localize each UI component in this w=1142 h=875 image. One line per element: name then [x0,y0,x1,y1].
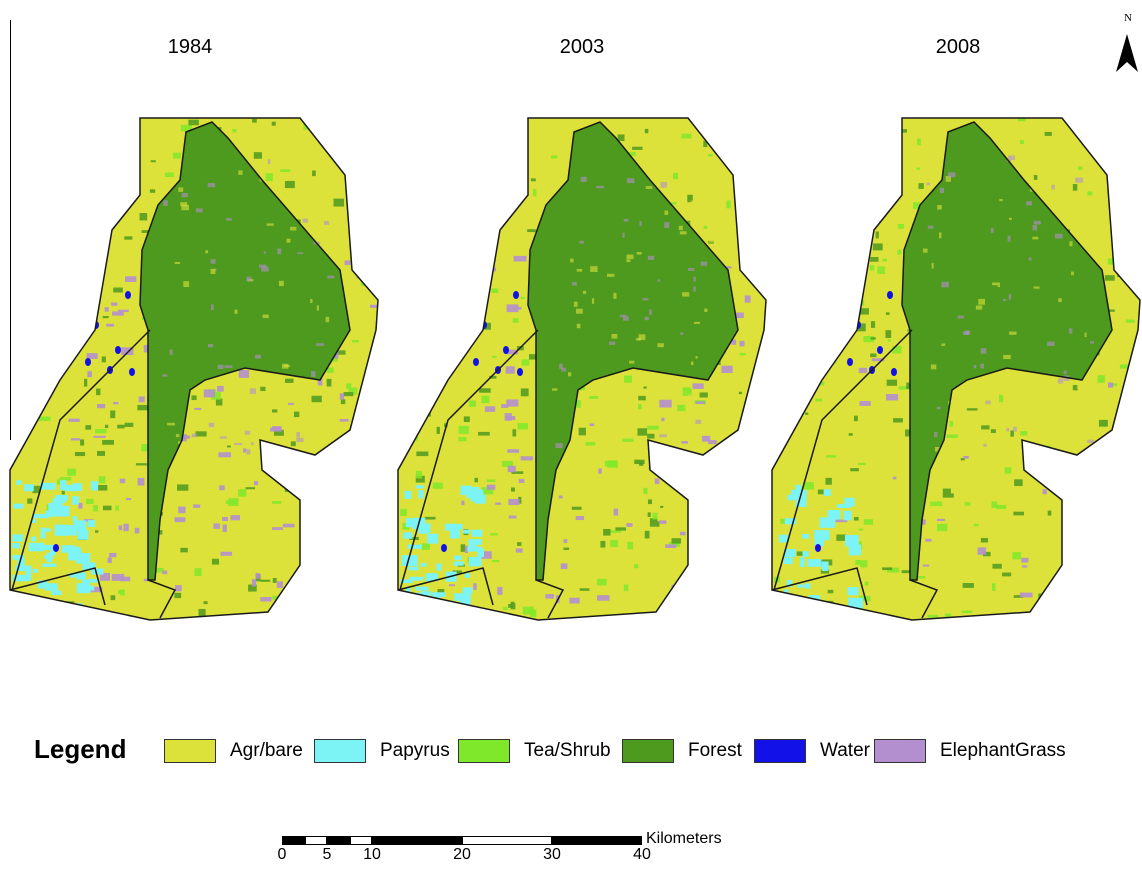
panel-year-2003: 2003 [559,36,605,58]
legend-item-forest: Forest [622,738,742,764]
scale-segment [372,836,462,845]
panel-year-2008: 2008 [935,36,981,58]
map-panel-1984 [9,117,379,621]
scale-tick-label: 40 [633,846,651,863]
legend-swatch-tea-shrub [458,739,510,763]
scale-tick-label: 5 [322,846,332,863]
legend-title: Legend [34,734,127,764]
scale-segment [350,836,372,845]
legend-label-papyrus: Papyrus [380,740,450,761]
legend-item-elephant-grass: ElephantGrass [874,738,1066,764]
scale-segment [327,836,350,845]
legend-label-forest: Forest [688,740,742,761]
scale-segment [305,836,327,845]
legend-label-agr-bare: Agr/bare [230,740,303,761]
scale-bar: Kilometers 0 5 10 20 30 40 [278,830,752,872]
frame-left-rule [10,20,11,440]
scale-segment [282,836,305,845]
legend-swatch-agr-bare [164,739,216,763]
legend-label-water: Water [820,740,870,761]
land-cover-maps [9,117,1141,621]
scale-tick-label: 10 [363,846,381,863]
scale-unit-label: Kilometers [646,830,722,847]
north-arrow-icon [1112,10,1142,80]
legend-label-elephant-grass: ElephantGrass [940,740,1066,761]
legend-item-papyrus: Papyrus [314,738,450,764]
scale-segment [552,836,642,845]
legend-item-tea-shrub: Tea/Shrub [458,738,611,764]
map-panel-2008 [771,117,1141,621]
scale-tick-label: 30 [543,846,561,863]
panel-year-1984: 1984 [167,36,213,58]
map-panel-2003 [397,117,767,621]
legend-label-tea-shrub: Tea/Shrub [524,740,611,761]
legend-item-agr-bare: Agr/bare [164,738,303,764]
scale-tick-label: 20 [453,846,471,863]
legend-swatch-papyrus [314,739,366,763]
legend: Legend Agr/bare Papyrus Tea/Shrub Forest… [34,732,1134,768]
scale-segment [462,836,552,845]
scale-tick-label: 0 [277,846,287,863]
north-label: N [1124,12,1132,24]
legend-swatch-elephant-grass [874,739,926,763]
legend-swatch-water [754,739,806,763]
legend-swatch-forest [622,739,674,763]
legend-item-water: Water [754,738,870,764]
